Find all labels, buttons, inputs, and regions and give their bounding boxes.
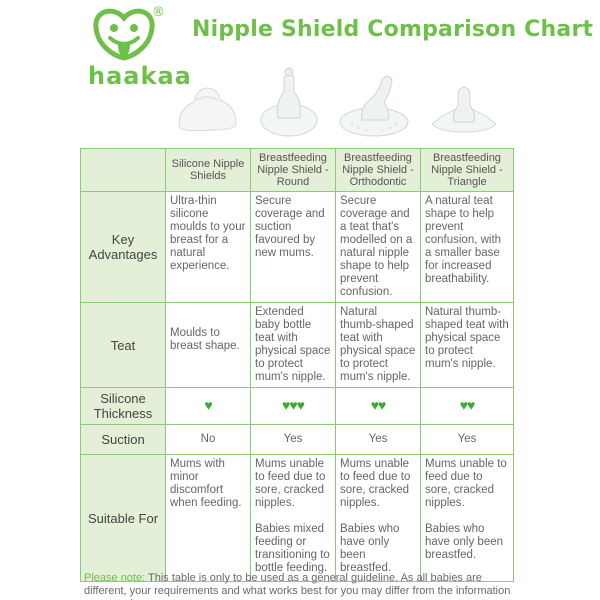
column-header: Breastfeeding Nipple Shield - Orthodonti… — [335, 148, 421, 192]
page-title: Nipple Shield Comparison Chart — [192, 17, 594, 42]
suitable-mums-text: Mums unable to feed due to sore, cracked… — [340, 458, 411, 509]
table-cell: ♥♥ — [420, 387, 514, 425]
suitable-babies-text: Babies who have only been breastfed. — [425, 523, 504, 561]
footnote: Please note: This table is only to be us… — [84, 572, 524, 600]
table-row: Suitable For Mums with minor discomfort … — [80, 454, 514, 582]
triangle-nipple-shield-image-icon — [431, 86, 497, 133]
table-cell: Yes — [335, 424, 421, 455]
table-row: Key Advantages Ultra-thin silicone mould… — [80, 191, 514, 303]
column-header: Breastfeeding Nipple Shield - Round — [250, 148, 336, 192]
note-label: Please note: — [84, 572, 146, 584]
comparison-table: Silicone Nipple Shields Breastfeeding Ni… — [80, 148, 514, 582]
table-header-row: Silicone Nipple Shields Breastfeeding Ni… — [80, 148, 514, 192]
heart-icon: ♥♥♥ — [282, 396, 305, 413]
table-cell: Yes — [250, 424, 336, 455]
heart-icon: ♥♥ — [459, 396, 476, 413]
column-header: Breastfeeding Nipple Shield - Triangle — [420, 148, 514, 192]
registered-mark: ® — [152, 5, 165, 20]
table-cell: Secure coverage and suction favoured by … — [250, 191, 336, 303]
table-cell: Ultra-thin silicone moulds to your breas… — [165, 191, 251, 303]
table-cell: A natural teat shape to help prevent con… — [420, 191, 514, 303]
table-cell: Mums unable to feed due to sore, cracked… — [250, 454, 336, 582]
table-row: Teat Moulds to breast shape. Extended ba… — [80, 302, 514, 388]
row-header: Silicone Thickness — [80, 387, 166, 425]
table-cell: No — [165, 424, 251, 455]
table-cell: Moulds to breast shape. — [165, 302, 251, 388]
row-header: Key Advantages — [80, 191, 166, 303]
round-nipple-shield-image-icon — [260, 67, 318, 137]
table-cell: Extended baby bottle teat with physical … — [250, 302, 336, 388]
suitable-babies-text: Babies mixed feeding or transitioning to… — [255, 523, 330, 574]
table-cell: Mums unable to feed due to sore, cracked… — [420, 454, 514, 582]
table-cell: ♥ — [165, 387, 251, 425]
suitable-mums-text: Mums unable to feed due to sore, cracked… — [425, 458, 507, 509]
table-row: Suction No Yes Yes Yes — [80, 424, 514, 455]
suitable-mums-text: Mums unable to feed due to sore, cracked… — [255, 458, 326, 509]
table-cell: Natural thumb-shaped teat with physical … — [335, 302, 421, 388]
table-cell: Natural thumb-shaped teat with physical … — [420, 302, 514, 388]
table-cell: Yes — [420, 424, 514, 455]
table-cell: ♥♥♥ — [250, 387, 336, 425]
note-text: This table is only to be used as a gener… — [84, 572, 511, 600]
heart-icon: ♥♥ — [370, 396, 387, 413]
table-cell: Mums with minor discomfort when feeding. — [165, 454, 251, 582]
row-header: Teat — [80, 302, 166, 388]
table-corner-cell — [80, 148, 166, 192]
column-header: Silicone Nipple Shields — [165, 148, 251, 192]
row-header: Suitable For — [80, 454, 166, 582]
table-cell: Mums unable to feed due to sore, cracked… — [335, 454, 421, 582]
suitable-babies-text: Babies who have only been breastfed. — [340, 523, 400, 574]
heart-icon: ♥ — [204, 396, 212, 413]
table-cell: Secure coverage and a teat that's modell… — [335, 191, 421, 303]
brand-logo — [90, 6, 170, 90]
suitable-mums-text: Mums with minor discomfort when feeding. — [170, 458, 242, 509]
brand-wordmark: haakaa — [88, 62, 192, 90]
smiling-tongue-face-logo-icon — [93, 8, 155, 61]
table-row: Silicone Thickness ♥ ♥♥♥ ♥♥ ♥♥ — [80, 387, 514, 425]
row-header: Suction — [80, 424, 166, 455]
silicone-nipple-shield-image-icon — [178, 87, 237, 132]
orthodontic-nipple-shield-image-icon — [339, 75, 409, 137]
table-cell: ♥♥ — [335, 387, 421, 425]
